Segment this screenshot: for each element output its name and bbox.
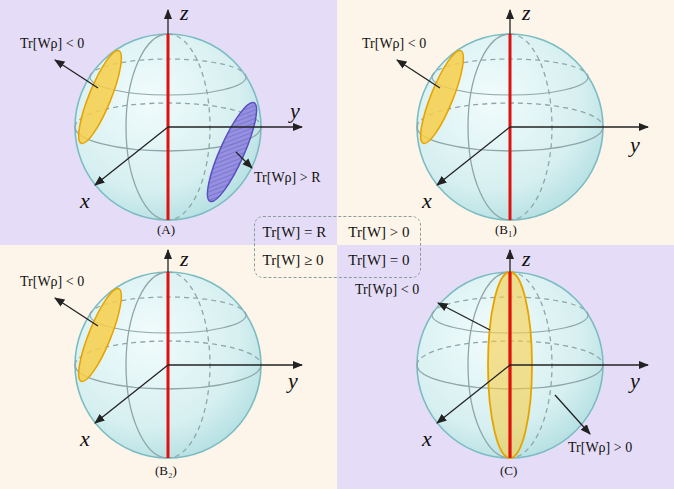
axis-label: z [180, 246, 189, 272]
axis-label: z [522, 0, 531, 26]
axis-label: y [630, 368, 640, 394]
panel-label: (B₂) [155, 463, 177, 479]
region-label: Tr[Wρ] > 0 [568, 440, 632, 457]
axis-label: y [630, 132, 640, 158]
panel-label: (B₁) [495, 222, 517, 238]
panel-label: (A) [157, 222, 175, 238]
condition-text: Tr[W] = 0 [348, 251, 409, 269]
condition-text: Tr[W] ≥ 0 [263, 251, 324, 269]
axis-label: x [422, 426, 432, 452]
axis-label: x [80, 426, 90, 452]
region-label: Tr[Wρ] < 0 [20, 274, 84, 291]
condition-box: Tr[W] = R Tr[W] > 0 Tr[W] ≥ 0 Tr[W] = 0 [254, 216, 421, 278]
region-label: Tr[Wρ] < 0 [355, 282, 419, 299]
region-label: Tr[Wρ] < 0 [362, 36, 426, 53]
condition-text: Tr[W] > 0 [348, 223, 409, 241]
axis-label: z [522, 246, 531, 272]
region-label: Tr[Wρ] < 0 [20, 36, 84, 53]
axis-label: z [180, 0, 189, 26]
axis-label: y [290, 98, 300, 124]
axis-label: y [288, 368, 298, 394]
region-label: Tr[Wρ] > R [254, 170, 320, 187]
axis-label: x [422, 188, 432, 214]
condition-text: Tr[W] = R [263, 223, 327, 241]
axis-label: x [80, 188, 90, 214]
panel-label: (C) [500, 463, 517, 479]
